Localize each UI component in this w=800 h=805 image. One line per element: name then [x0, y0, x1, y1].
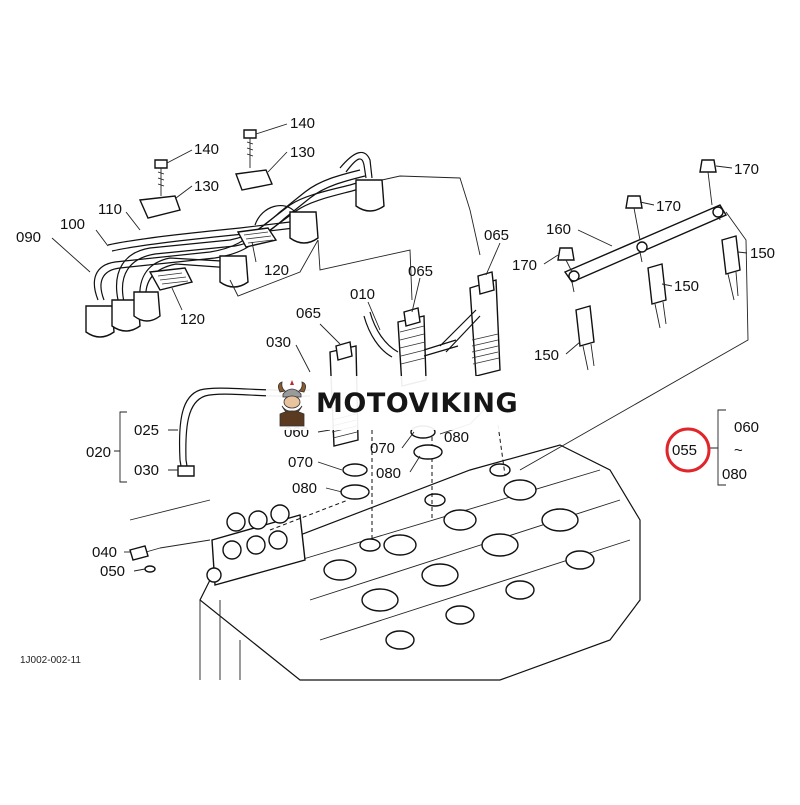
- label-130-a: 130: [194, 178, 219, 195]
- label-110: 110: [98, 201, 122, 218]
- label-100: 100: [60, 216, 85, 233]
- label-120-a: 120: [264, 262, 289, 279]
- label-090: 090: [16, 229, 41, 246]
- label-140-b: 140: [290, 115, 315, 132]
- label-150-c: 150: [534, 347, 559, 364]
- label-080-c: 080: [444, 429, 469, 446]
- label-170-c: 170: [512, 257, 537, 274]
- label-065-a: 065: [484, 227, 509, 244]
- viking-logo-icon: [278, 380, 306, 427]
- label-020: 020: [86, 444, 111, 461]
- label-040: 040: [92, 544, 117, 561]
- label-080-a: 080: [292, 480, 317, 497]
- label-030-left: 030: [134, 462, 159, 479]
- label-120-b: 120: [180, 311, 205, 328]
- label-170-a: 170: [734, 161, 759, 178]
- label-070-b: 070: [370, 440, 395, 457]
- label-030-top: 030: [266, 334, 291, 351]
- label-160: 160: [546, 221, 571, 238]
- watermark: MOTOVIKING: [266, 376, 536, 430]
- label-010: 010: [350, 286, 375, 303]
- cylinder-head: [199, 424, 641, 681]
- label-080-right: 080: [722, 466, 747, 483]
- label-065-c: 065: [296, 305, 321, 322]
- label-065-b: 065: [408, 263, 433, 280]
- label-170-b: 170: [656, 198, 681, 215]
- label-tilde: ~: [734, 442, 743, 459]
- label-140-a: 140: [194, 141, 219, 158]
- bleed-screw: [129, 499, 211, 573]
- label-055: 055: [672, 442, 697, 459]
- figure-code: 1J002-002-11: [20, 655, 81, 666]
- label-060-right: 060: [734, 419, 759, 436]
- glow-plug-assembly: [519, 159, 749, 471]
- label-150-b: 150: [674, 278, 699, 295]
- label-050: 050: [100, 563, 125, 580]
- part-labels: 140 140 130 130 110 100 090 120 120 065 …: [16, 115, 775, 580]
- label-025: 025: [134, 422, 159, 439]
- watermark-text: MOTOVIKING: [316, 387, 519, 419]
- label-070-a: 070: [288, 454, 313, 471]
- label-150-a: 150: [750, 245, 775, 262]
- label-130-b: 130: [290, 144, 315, 161]
- highlight-circle: [665, 427, 711, 473]
- injection-pipe-assembly: [85, 129, 481, 338]
- label-080-b: 080: [376, 465, 401, 482]
